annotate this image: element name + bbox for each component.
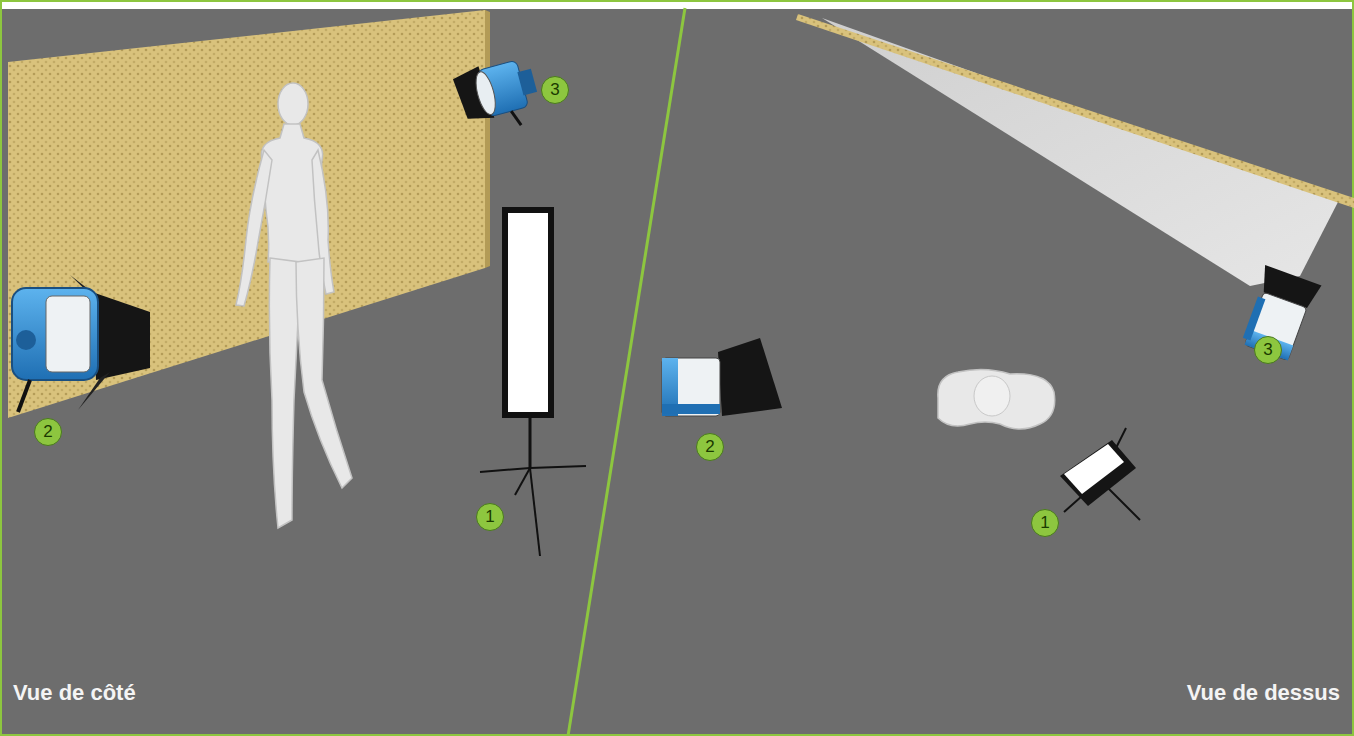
- stand-leg: [515, 468, 530, 495]
- callout-number: 1: [1031, 509, 1059, 537]
- arm: [236, 150, 272, 306]
- lamp-lens: [472, 70, 499, 117]
- light-beam: [822, 18, 1338, 286]
- lamp-knob: [16, 330, 36, 350]
- lamp-yoke: [18, 380, 30, 412]
- head: [974, 376, 1010, 416]
- side-view: [8, 10, 586, 556]
- view-title: Vue de côté: [13, 679, 136, 707]
- callout-number: 2: [696, 433, 724, 461]
- wall-edge: [485, 10, 490, 268]
- barn-door: [718, 338, 782, 416]
- lamp-body: [12, 288, 98, 380]
- callout-number: 3: [1254, 336, 1282, 364]
- barn-door: [92, 292, 150, 380]
- lamp-back: [517, 69, 537, 96]
- lamp-body: [662, 358, 720, 416]
- mannequin: [236, 83, 352, 528]
- view-divider: [568, 8, 685, 736]
- leg: [269, 258, 300, 528]
- softbox-back: [1060, 440, 1136, 506]
- softbox: [1060, 428, 1140, 520]
- lamp-side: [1243, 296, 1266, 340]
- leg: [296, 258, 352, 488]
- fresnel-light: [451, 53, 544, 139]
- fresnel-light: [662, 338, 782, 416]
- softbox-face: [1064, 444, 1124, 494]
- backdrop-wall: [796, 14, 1354, 208]
- light-stand: [529, 415, 532, 468]
- lamp-yoke: [511, 110, 521, 127]
- head: [278, 83, 308, 125]
- fresnel-light: [12, 275, 150, 412]
- stand-leg: [530, 466, 586, 468]
- backdrop-wall: [8, 10, 485, 418]
- lamp-side: [662, 404, 720, 414]
- stand-leg: [480, 468, 530, 472]
- view-title: Vue de dessus: [1187, 679, 1340, 707]
- mannequin-top: [938, 369, 1055, 429]
- top-view: [662, 14, 1354, 520]
- softbox-face: [505, 210, 551, 415]
- lamp-lens: [46, 296, 90, 372]
- callout-number: 2: [34, 418, 62, 446]
- callout-number: 3: [541, 76, 569, 104]
- callout-number: 1: [476, 503, 504, 531]
- stand-leg: [530, 468, 540, 556]
